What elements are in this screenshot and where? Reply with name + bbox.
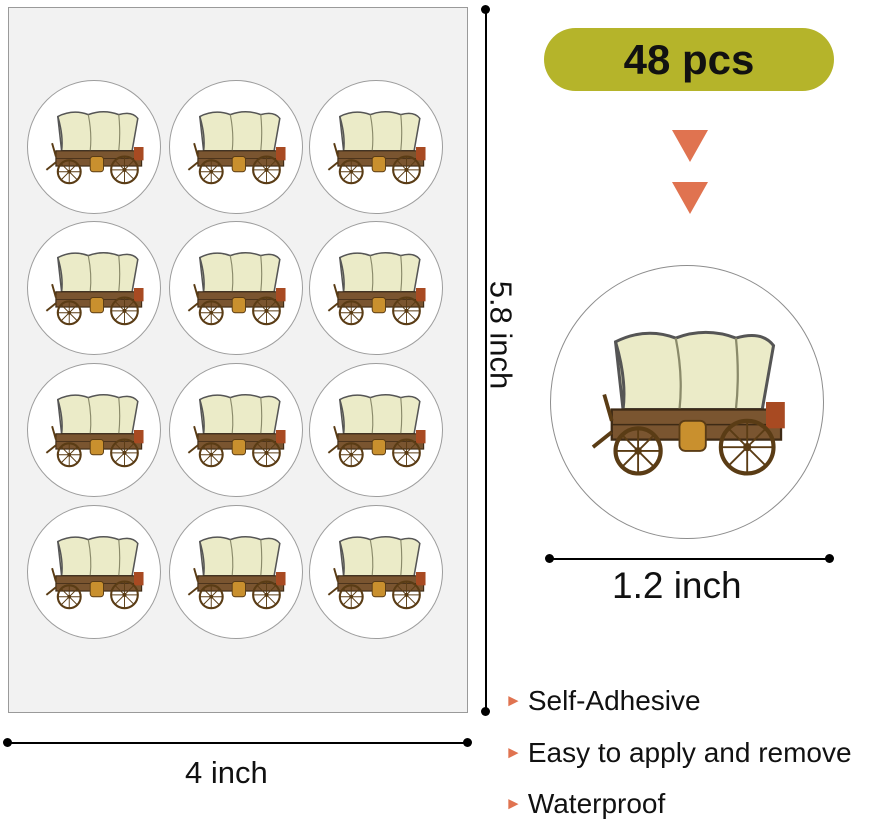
covered-wagon-icon bbox=[45, 251, 145, 326]
feature-item: ► Waterproof bbox=[505, 788, 665, 820]
dimension-endpoint bbox=[3, 738, 12, 747]
covered-wagon-icon bbox=[45, 393, 145, 468]
covered-wagon-icon bbox=[327, 535, 427, 610]
covered-wagon-icon bbox=[327, 110, 427, 185]
sheet-width-label: 4 inch bbox=[185, 755, 268, 790]
quantity-label: 48 pcs bbox=[623, 35, 755, 83]
down-arrow-icon bbox=[672, 182, 708, 214]
sticker-diameter-label: 1.2 inch bbox=[612, 565, 742, 606]
triangle-bullet-icon: ► bbox=[505, 691, 522, 710]
feature-item: ► Self-Adhesive bbox=[505, 685, 701, 717]
sticker bbox=[27, 505, 161, 639]
sheet-height-label-box: 5.8 inch bbox=[470, 270, 530, 400]
covered-wagon-icon bbox=[187, 393, 287, 468]
dimension-endpoint bbox=[825, 554, 834, 563]
height-dimension-line bbox=[485, 10, 487, 710]
covered-wagon-icon bbox=[187, 535, 287, 610]
sticker bbox=[169, 363, 303, 497]
covered-wagon-icon bbox=[45, 110, 145, 185]
sticker bbox=[27, 221, 161, 355]
covered-wagon-icon bbox=[327, 393, 427, 468]
dimension-endpoint bbox=[463, 738, 472, 747]
feature-text: Waterproof bbox=[527, 788, 666, 819]
sticker-sheet bbox=[8, 7, 468, 713]
diameter-dimension-line bbox=[550, 558, 830, 560]
feature-item: ► Easy to apply and remove bbox=[505, 737, 852, 769]
feature-text: Self-Adhesive bbox=[527, 685, 701, 716]
sticker bbox=[309, 363, 443, 497]
covered-wagon-icon bbox=[187, 110, 287, 185]
sticker bbox=[169, 221, 303, 355]
quantity-badge: 48 pcs bbox=[544, 28, 834, 91]
sticker bbox=[309, 80, 443, 214]
sticker bbox=[169, 80, 303, 214]
covered-wagon-icon bbox=[327, 251, 427, 326]
sticker bbox=[27, 363, 161, 497]
triangle-bullet-icon: ► bbox=[505, 743, 522, 762]
width-dimension-line bbox=[8, 742, 468, 744]
sticker bbox=[309, 505, 443, 639]
sticker bbox=[169, 505, 303, 639]
dimension-endpoint bbox=[481, 5, 490, 14]
down-arrow-icon bbox=[672, 130, 708, 162]
covered-wagon-icon bbox=[187, 251, 287, 326]
dimension-endpoint bbox=[545, 554, 554, 563]
sheet-height-label: 5.8 inch bbox=[483, 280, 519, 390]
sticker-closeup bbox=[550, 265, 824, 539]
sticker bbox=[27, 80, 161, 214]
sticker bbox=[309, 221, 443, 355]
covered-wagon-icon bbox=[45, 535, 145, 610]
triangle-bullet-icon: ► bbox=[505, 794, 522, 813]
dimension-endpoint bbox=[481, 707, 490, 716]
feature-text: Easy to apply and remove bbox=[527, 737, 852, 768]
covered-wagon-icon bbox=[584, 323, 790, 481]
